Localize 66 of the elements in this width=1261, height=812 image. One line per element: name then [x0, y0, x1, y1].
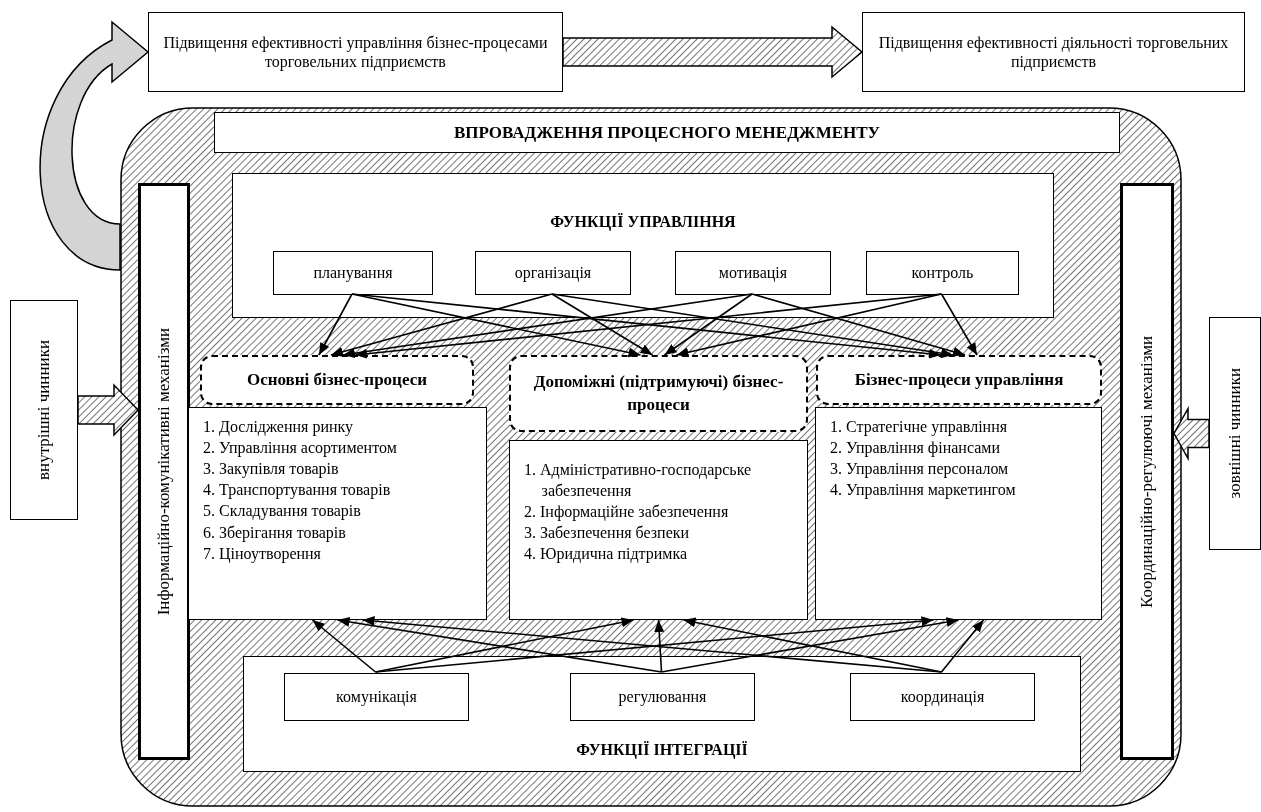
block-arrow	[77, 383, 140, 437]
mechanism-bar	[138, 183, 190, 760]
list-item: 4. Управління маркетингом	[830, 480, 1017, 501]
arrow	[551, 293, 654, 356]
process-group-box	[509, 355, 808, 432]
list-item: 7. Ціноутворення	[203, 543, 322, 564]
block-arrow	[1173, 405, 1210, 462]
arrow	[311, 619, 377, 673]
arrow	[940, 619, 985, 673]
factor-box	[1209, 317, 1261, 550]
box-label: контроль	[911, 263, 974, 283]
panel-heading: ФУНКЦІЇ ІНТЕГРАЦІЇ	[575, 739, 749, 759]
list-item: 6. Зберігання товарів	[203, 522, 347, 543]
box-label: мотивація	[718, 263, 788, 283]
list-item: 3. Управління персоналом	[830, 459, 1010, 480]
title-banner: ВПРОВАДЖЕННЯ ПРОЦЕСНОГО МЕНЕДЖМЕНТУ	[214, 112, 1120, 153]
function-box	[273, 251, 433, 295]
mechanism-label: Інформаційно-комунікативні механізми	[154, 327, 174, 616]
arrow	[940, 293, 978, 356]
mechanism-label: Координаційно-регулюючі механізми	[1137, 335, 1157, 608]
list-item: 4. Транспортування товарів	[203, 480, 392, 501]
function-box	[475, 251, 631, 295]
list-item: 2. Управління фінансами	[830, 438, 1001, 459]
function-box	[866, 251, 1019, 295]
list-item: 3. Забезпечення безпеки	[524, 523, 691, 544]
mechanism-label: внутрішні чинники	[33, 340, 54, 480]
arrow	[336, 616, 663, 673]
arrow	[663, 293, 753, 356]
group-title: Бізнес-процеси управління	[854, 368, 1064, 391]
box-label: планування	[313, 263, 393, 283]
process-list-box	[188, 407, 487, 620]
panel-heading: ФУНКЦІЇ УПРАВЛІННЯ	[549, 212, 737, 232]
group-title: Допоміжні (підтримуючі) бізнес-процеси	[532, 371, 785, 416]
goal-box	[862, 12, 1245, 92]
block-arrow	[562, 25, 864, 79]
function-box	[284, 673, 469, 721]
group-title: Основні бізнес-процеси	[246, 368, 427, 391]
list-item: 1. Адміністративно-господарське забезпечення	[524, 460, 753, 502]
process-list-box	[815, 407, 1102, 620]
box-label: Підвищення ефективності управління бізнес-процесами торговельних підприємств	[162, 32, 549, 72]
function-box	[570, 673, 755, 721]
process-list-box	[509, 440, 808, 620]
box-label: координація	[900, 687, 985, 707]
arrow	[318, 293, 353, 356]
arrow	[654, 619, 665, 673]
function-box	[675, 251, 831, 295]
box-label: комунікація	[336, 687, 417, 707]
process-group-box	[816, 355, 1102, 405]
mechanism-bar	[1120, 183, 1174, 760]
list-item: 2. Управління асортиментом	[203, 438, 398, 459]
box-label: організація	[514, 263, 592, 283]
list-item: 2. Інформаційне забезпечення	[524, 502, 730, 523]
list-item: 4. Юридична підтримка	[524, 544, 689, 565]
functions-panel	[232, 173, 1054, 318]
list-item: 1. Дослідження ринку	[203, 417, 355, 438]
list-item: 5. Складування товарів	[203, 501, 362, 522]
goal-box	[148, 12, 563, 92]
function-box	[850, 673, 1035, 721]
box-label: регулювання	[618, 687, 707, 707]
list-item: 1. Стратегічне управління	[830, 417, 1009, 438]
list-item: 3. Закупівля товарів	[203, 459, 340, 480]
functions-panel	[243, 656, 1081, 772]
box-label: Підвищення ефективності діяльності торговельних підприємств	[877, 32, 1230, 72]
factor-box	[10, 300, 78, 520]
mechanism-label: зовнішні чинники	[1224, 368, 1245, 499]
process-group-box	[200, 355, 474, 405]
